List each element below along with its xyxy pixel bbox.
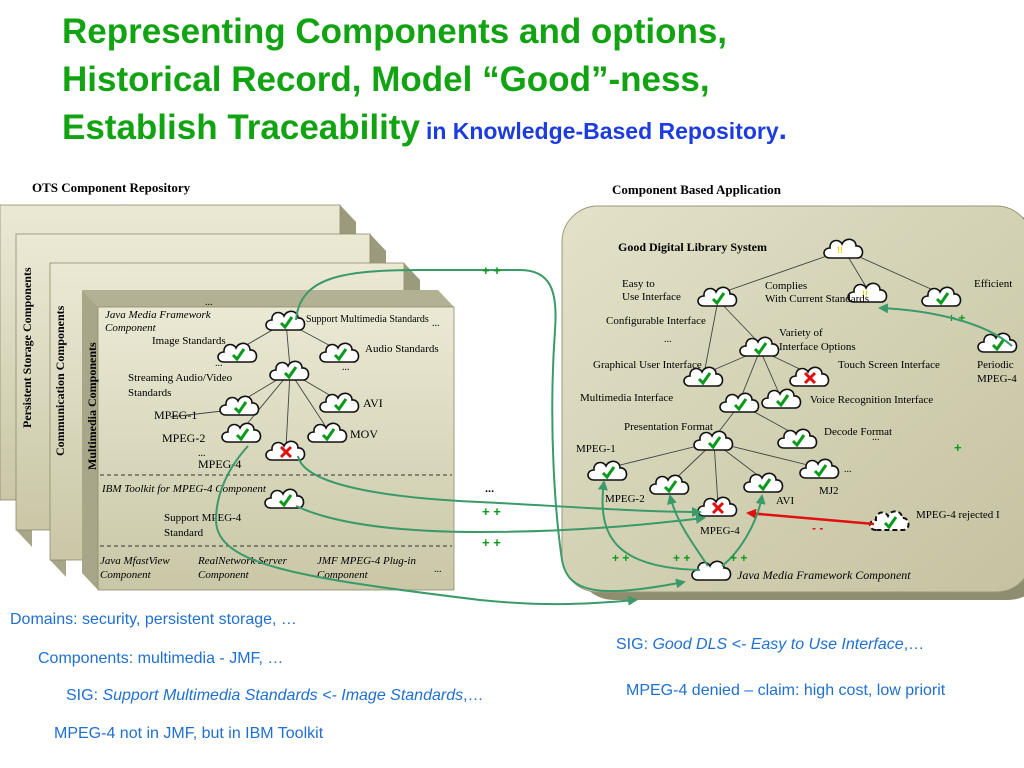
stack-label-multimedia: Multimedia Components	[85, 342, 99, 470]
app-ellipsis-decode: ...	[872, 432, 880, 443]
label-decode-plus: +	[954, 440, 962, 455]
label-link-pp-1: + +	[482, 263, 501, 278]
good-dls-mark: !!	[837, 245, 843, 255]
label-easy-1: Easy to	[622, 278, 655, 290]
app-heading: Component Based Application	[612, 182, 782, 197]
app-ellipsis-mj2: ...	[844, 464, 852, 475]
note-components: Components: multimedia - JMF, …	[38, 650, 284, 667]
label-mpeg1: MPEG-1	[154, 408, 197, 422]
label-mov: MOV	[350, 427, 378, 441]
complies-mark: !!	[862, 289, 868, 299]
label-touch: Touch Screen Interface	[838, 359, 940, 371]
note-sig-1-prefix: SIG:	[66, 687, 103, 704]
label-periodic-1: Periodic	[977, 359, 1014, 371]
label-app-mj2: MJ2	[819, 485, 839, 497]
ots-ellipsis-bottom: ...	[434, 564, 442, 575]
stack-label-persistent: Persistent Storage Components	[20, 267, 34, 428]
label-audio-standards: Audio Standards	[365, 343, 439, 355]
label-link-ellipsis: ...	[485, 483, 494, 495]
note-sig-2-italic: Good DLS <- Easy to Use Interface	[652, 636, 904, 653]
label-contrib-pp-2: + +	[673, 551, 690, 565]
label-efficient: Efficient	[974, 278, 1012, 290]
note-domains: Domains: security, persistent storage, …	[10, 611, 297, 628]
note-sig-1-italic: Support Multimedia Standards <- Image St…	[102, 687, 464, 704]
note-denied: MPEG-4 denied – claim: high cost, low pr…	[626, 682, 946, 699]
note-sig-1: SIG: Support Multimedia Standards <- Ima…	[66, 687, 484, 705]
note-sig-2-suffix: ,…	[903, 636, 925, 653]
label-link-pp-3: + +	[482, 535, 501, 550]
title-line-1: Representing Components and options,	[62, 12, 728, 51]
label-variety-1: Variety of	[779, 327, 823, 339]
label-gui: Graphical User Interface	[593, 359, 702, 371]
title-line-3-main: Establish Traceability	[62, 108, 420, 147]
contrib-arrows	[597, 303, 1013, 571]
ots-ellipsis-audio: ...	[342, 362, 350, 373]
label-mfast-2: Component	[100, 569, 152, 581]
label-contrib-pp-3: + +	[730, 551, 747, 565]
label-complies-1: Complies	[765, 280, 807, 292]
label-jmfplug-1: JMF MPEG-4 Plug-in	[317, 555, 416, 567]
trace-links	[214, 269, 706, 606]
label-multimedia-if: Multimedia Interface	[580, 392, 673, 404]
label-rejected-mm: - -	[812, 521, 823, 535]
label-app-mpeg1: MPEG-1	[576, 443, 616, 455]
stack-label-communication: Communication Components	[53, 305, 67, 456]
ots-ellipsis-support: ...	[432, 318, 440, 329]
label-realnet-2: Component	[198, 569, 250, 581]
label-image-standards: Image Standards	[152, 335, 226, 347]
ots-ellipsis-mpeg: ...	[198, 448, 206, 459]
note-sig-2: SIG: Good DLS <- Easy to Use Interface,…	[616, 636, 924, 654]
rejected-arrow	[746, 508, 875, 526]
note-mpeg4: MPEG-4 not in JMF, but in IBM Toolkit	[54, 725, 324, 742]
label-app-avi: AVI	[776, 495, 794, 507]
label-configurable: Configurable Interface	[606, 315, 706, 327]
title-line-2: Historical Record, Model “Good”-ness,	[62, 60, 710, 99]
label-app-mpeg4: MPEG-4	[700, 525, 740, 537]
label-app-mpeg2: MPEG-2	[605, 493, 645, 505]
app-ellipsis-config: ...	[664, 334, 672, 345]
title-line-3-sub: in Knowledge-Based Repository	[425, 118, 779, 144]
label-streaming-2: Standards	[128, 387, 171, 399]
label-avi: AVI	[363, 396, 383, 410]
ots-jmf-title-1: Java Media Framework	[105, 309, 212, 321]
ots-jmf-title-2: Component	[105, 322, 157, 334]
slide-title: Representing Components and options, His…	[62, 8, 787, 155]
label-variety-2: Interface Options	[779, 341, 856, 353]
ots-heading: OTS Component Repository	[32, 180, 191, 195]
note-sig-2-prefix: SIG:	[616, 636, 653, 653]
ots-ellipsis-image: ...	[215, 358, 223, 369]
label-easy-2: Use Interface	[622, 291, 681, 303]
label-app-jmf: Java Media Framework Component	[737, 568, 911, 582]
label-contrib-pp-1: + +	[612, 551, 629, 565]
label-mfast-1: Java MfastView	[100, 555, 170, 567]
label-decode: Decode Format	[824, 426, 892, 438]
title-line-3-dot: .	[778, 113, 787, 146]
label-good-dls: Good Digital Library System	[618, 240, 767, 254]
label-mpeg2: MPEG-2	[162, 431, 205, 445]
label-presentation: Presentation Format	[624, 421, 713, 433]
label-realnet-1: RealNetwork Server	[197, 555, 288, 567]
ots-ellipsis-top: ...	[205, 297, 213, 308]
label-voice: Voice Recognition Interface	[810, 394, 933, 406]
label-mpeg4-rejected: MPEG-4 rejected I	[916, 509, 1000, 521]
note-sig-1-suffix: ,…	[463, 687, 484, 704]
label-link-pp-2: + +	[482, 504, 501, 519]
label-streaming-1: Streaming Audio/Video	[128, 372, 233, 384]
ots-card-multimedia	[82, 290, 455, 591]
label-periodic-2: MPEG-4	[977, 373, 1017, 385]
label-jmfplug-2: Component	[317, 569, 369, 581]
label-complies-2: With Current Standards	[765, 293, 869, 305]
label-support-multimedia-standards: Support Multimedia Standards	[306, 314, 429, 325]
label-ibm-toolkit: IBM Toolkit for MPEG-4 Component	[101, 483, 267, 495]
label-support-mpeg4-2: Standard	[164, 527, 204, 539]
label-support-mpeg4-1: Support MPEG-4	[164, 512, 242, 524]
